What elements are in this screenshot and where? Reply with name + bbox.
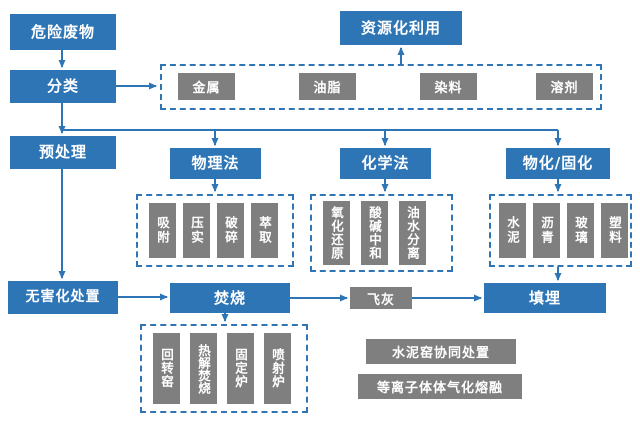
box-adsorption: 吸附 [149, 203, 176, 258]
box-cement-kiln-codisposal: 水泥窑协同处置 [366, 339, 516, 364]
box-injection-furnace: 喷射炉 [264, 333, 291, 404]
node-harmless-disposal: 无害化处置 [8, 281, 118, 314]
box-dye: 染料 [420, 73, 477, 100]
group-recyclable-types [160, 64, 602, 110]
box-fly-ash: 飞灰 [350, 287, 412, 309]
box-plastic: 塑料 [601, 203, 628, 258]
box-glass: 玻璃 [567, 203, 594, 258]
group-solidification-materials [489, 194, 632, 267]
box-redox: 氧化还原 [323, 201, 350, 265]
node-pretreatment: 预处理 [10, 136, 116, 169]
box-pyrolysis-incineration: 热解焚烧 [190, 333, 217, 404]
node-landfill: 填埋 [484, 283, 606, 313]
node-chemical-method: 化学法 [340, 148, 431, 179]
node-physical-method: 物理法 [170, 148, 261, 179]
node-incineration: 焚烧 [170, 283, 290, 313]
node-solidification-method: 物化/固化 [506, 148, 610, 179]
box-oil-grease: 油脂 [299, 73, 356, 100]
node-classification: 分类 [10, 70, 116, 103]
box-extraction: 萃取 [251, 203, 278, 258]
box-cement: 水泥 [499, 203, 526, 258]
group-physical-techniques [136, 194, 294, 267]
node-resource-utilization: 资源化利用 [340, 11, 462, 45]
group-chemical-techniques [310, 194, 453, 272]
box-rotary-kiln: 回转窑 [153, 333, 180, 404]
box-solvent: 溶剂 [536, 73, 593, 100]
box-metal: 金属 [178, 73, 235, 100]
box-neutralization: 酸碱中和 [361, 201, 388, 265]
box-oil-water-separation: 油水分离 [399, 201, 426, 265]
box-fixed-furnace: 固定炉 [227, 333, 254, 404]
box-asphalt: 沥青 [533, 203, 560, 258]
box-crushing: 破碎 [217, 203, 244, 258]
box-plasma-gasification: 等离子体体气化熔融 [358, 374, 522, 399]
group-incinerator-types [140, 324, 308, 413]
box-compaction: 压实 [183, 203, 210, 258]
node-hazardous-waste: 危险废物 [10, 14, 116, 50]
